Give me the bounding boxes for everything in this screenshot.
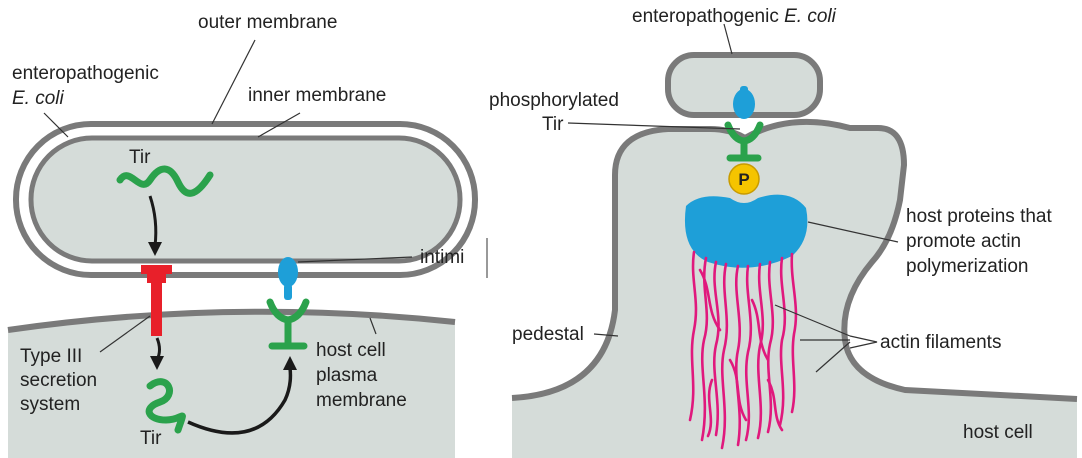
pedestal-label: pedestal [512, 324, 584, 345]
phosphorylated-tir-label-line1: phosphorylated [489, 90, 619, 111]
bacterium-inner-membrane [31, 138, 460, 261]
bacterium-label-line2: E. coli [12, 88, 65, 109]
bacterium-label-right: enteropathogenic E. coli [632, 6, 837, 27]
intimin-label: intimi [420, 247, 464, 268]
host-proteins-label-line1: host proteins that [906, 206, 1052, 227]
secretion-label-line3: system [20, 394, 80, 415]
phosphate-badge-label: P [738, 170, 749, 189]
intimin-protein-right [733, 89, 755, 119]
host-actin-proteins [685, 195, 807, 268]
bacterium-label-line1: enteropathogenic [12, 63, 159, 84]
secretion-label-line2: secretion [20, 370, 97, 391]
host-cell-label-right: host cell [963, 422, 1033, 443]
intimin-protein [278, 257, 298, 287]
left-panel: outer membrane enteropathogenic E. coli … [8, 12, 475, 458]
host-membrane-label-line1: host cell [316, 340, 386, 361]
inner-membrane-label: inner membrane [248, 85, 386, 106]
intimin-stalk [284, 284, 292, 300]
tir-label-top: Tir [129, 147, 151, 168]
tir-label-bottom: Tir [140, 428, 162, 449]
host-membrane-label-line3: membrane [316, 390, 407, 411]
outer-membrane-label: outer membrane [198, 12, 337, 33]
panel-gap [488, 0, 510, 458]
actin-filaments-label: actin filaments [880, 332, 1001, 353]
right-panel: P [489, 6, 1077, 458]
host-membrane-label-line2: plasma [316, 365, 378, 386]
secretion-label-line1: Type III [20, 346, 82, 367]
host-proteins-label-line2: promote actin [906, 231, 1021, 252]
phosphorylated-tir-label-line2: Tir [542, 114, 564, 135]
host-proteins-label-line3: polymerization [906, 256, 1029, 277]
